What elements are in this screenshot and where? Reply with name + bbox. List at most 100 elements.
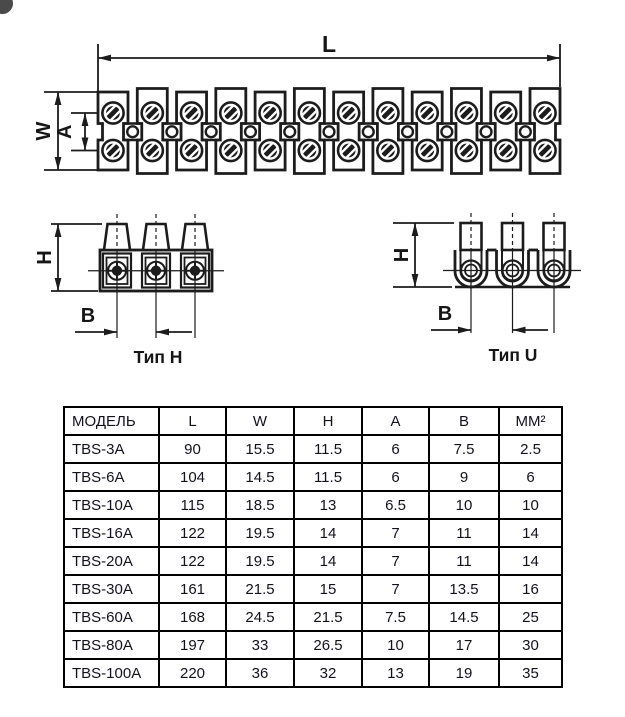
mounting-hole xyxy=(283,125,297,139)
screw-hatch xyxy=(301,142,313,154)
screw-hatch xyxy=(266,147,279,159)
table-header-row: МОДЕЛЬ L W H A B ММ² xyxy=(63,406,563,436)
screw-hatch xyxy=(340,142,352,154)
column-header-model: МОДЕЛЬ xyxy=(63,406,160,436)
dim-label-spacing-h: B xyxy=(81,305,95,327)
screw-slot xyxy=(184,143,199,158)
screw-hatch xyxy=(384,147,397,159)
screw-hatch xyxy=(497,142,510,154)
value-cell: 6 xyxy=(361,434,430,464)
screw-slot xyxy=(498,143,513,158)
value-cell: 14.5 xyxy=(225,462,295,492)
screw-slot xyxy=(106,106,120,120)
value-cell: 6 xyxy=(498,462,563,492)
mounting-hole xyxy=(361,125,375,139)
value-cell: 14 xyxy=(498,546,563,576)
screw-hatch xyxy=(458,142,470,154)
screw-hatch xyxy=(418,142,431,154)
screw-hatch xyxy=(261,104,274,117)
value-cell: 17 xyxy=(428,630,500,660)
screw-hatch xyxy=(148,109,161,122)
screw-slot xyxy=(263,143,277,158)
screw-hatch xyxy=(104,104,117,117)
arrowhead xyxy=(156,328,169,336)
dim-label-height-u: H xyxy=(391,248,413,262)
value-cell: 13.5 xyxy=(428,574,500,604)
screw-slot xyxy=(145,106,160,120)
mounting-hole xyxy=(322,125,336,139)
screw-hatch xyxy=(497,104,510,117)
arrowhead xyxy=(54,92,62,105)
mounting-hole xyxy=(479,125,493,139)
value-cell: 7 xyxy=(361,574,430,604)
arrowhead xyxy=(411,223,419,236)
column-header-a: A xyxy=(361,406,430,436)
screw-hatch xyxy=(463,109,475,122)
model-cell: TBS-100A xyxy=(63,658,160,688)
corner-artifact xyxy=(0,0,13,14)
screw-hatch xyxy=(183,142,195,154)
value-cell: 19 xyxy=(428,658,500,688)
model-cell: TBS-60A xyxy=(63,602,160,632)
value-cell: 10 xyxy=(361,630,430,660)
screw-hatch xyxy=(148,147,161,159)
model-cell: TBS-30A xyxy=(63,574,160,604)
side-view-type-h xyxy=(88,214,224,338)
screw-hatch xyxy=(502,109,515,122)
value-cell: 7.5 xyxy=(361,602,430,632)
value-cell: 26.5 xyxy=(293,630,363,660)
value-cell: 14.5 xyxy=(428,602,500,632)
side-view-type-u xyxy=(443,213,581,333)
column-header-mm2: ММ² xyxy=(498,406,563,436)
screw-slot xyxy=(223,106,238,120)
screw-hatch xyxy=(423,109,436,122)
dim-label-length: L xyxy=(322,31,336,57)
value-cell: 33 xyxy=(225,630,295,660)
value-cell: 11.5 xyxy=(293,434,363,464)
screw-hatch xyxy=(183,104,195,117)
value-cell: 14 xyxy=(498,518,563,548)
value-cell: 7.5 xyxy=(428,434,500,464)
screw-slot xyxy=(341,143,356,158)
mounting-hole xyxy=(400,125,415,139)
screw-hatch xyxy=(143,142,156,154)
dim-label-height-h: H xyxy=(34,250,56,264)
screw-slot xyxy=(302,106,317,120)
screw-slot xyxy=(538,106,552,120)
value-cell: 14 xyxy=(293,546,363,576)
caption-type-h: Тип H xyxy=(134,347,183,367)
screw-hatch xyxy=(463,147,475,159)
value-cell: 197 xyxy=(158,630,227,660)
model-cell: TBS-80A xyxy=(63,630,160,660)
screw-hatch xyxy=(384,109,397,122)
screw-hatch xyxy=(222,142,235,154)
value-cell: 32 xyxy=(293,658,363,688)
arrowhead xyxy=(512,326,526,334)
screw-hatch xyxy=(188,109,200,122)
screw-hatch xyxy=(306,109,318,122)
value-cell: 6 xyxy=(361,462,430,492)
value-cell: 104 xyxy=(158,462,227,492)
screw-hatch xyxy=(301,104,313,117)
screw-hatch xyxy=(536,104,549,117)
column-header-w: W xyxy=(225,406,295,436)
value-cell: 9 xyxy=(428,462,500,492)
mounting-hole xyxy=(243,125,258,139)
screw-hatch xyxy=(536,142,549,154)
value-cell: 13 xyxy=(361,658,430,688)
screw-hatch xyxy=(502,147,515,159)
value-cell: 7 xyxy=(361,518,430,548)
arrowhead xyxy=(54,224,62,237)
caption-type-u: Тип U xyxy=(489,345,538,365)
screw-slot xyxy=(381,106,395,120)
screw-hatch xyxy=(345,147,357,159)
model-cell: TBS-20A xyxy=(63,546,160,576)
screw-slot xyxy=(420,143,435,158)
screw-hatch xyxy=(379,104,392,117)
value-cell: 19.5 xyxy=(225,546,295,576)
dim-label-pitch: A xyxy=(54,125,76,139)
